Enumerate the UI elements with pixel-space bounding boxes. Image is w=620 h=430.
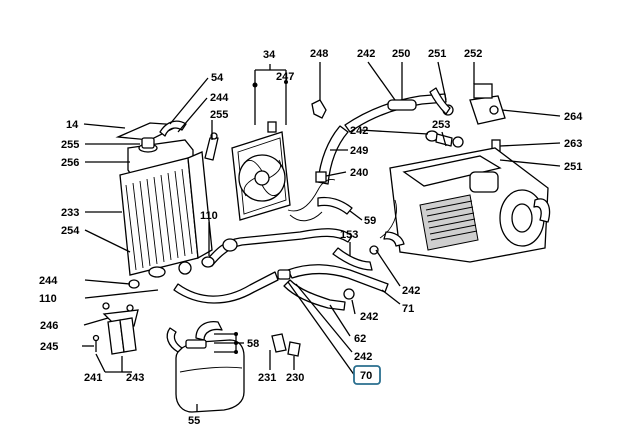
engine-ribs — [425, 200, 478, 241]
callout-244-lower: 244 — [39, 275, 58, 287]
hose-62 — [283, 279, 355, 311]
callout-59: 59 — [364, 215, 376, 227]
hose-153 — [332, 245, 379, 271]
callout-231: 231 — [258, 372, 276, 384]
callout-55: 55 — [188, 415, 200, 427]
callout-labels: 14 54 244 255 255 256 233 254 244 110 11… — [39, 48, 583, 427]
hose-110-upper — [201, 228, 353, 268]
callout-245: 245 — [40, 341, 58, 353]
callout-233: 233 — [61, 207, 79, 219]
callout-254: 254 — [61, 225, 80, 237]
hose-110-lower — [173, 261, 279, 304]
callout-14: 14 — [66, 119, 79, 131]
callout-248: 248 — [310, 48, 328, 60]
clip-230 — [287, 341, 301, 357]
callout-58: 58 — [247, 338, 259, 350]
callout-255-right: 255 — [210, 109, 228, 121]
bracket-assembly — [92, 302, 139, 355]
callout-110-upper: 110 — [200, 210, 218, 222]
callout-230: 230 — [286, 372, 304, 384]
callout-244-upper: 244 — [210, 92, 229, 104]
callout-256: 256 — [61, 157, 79, 169]
callout-70: 70 — [360, 370, 372, 382]
callout-250: 250 — [392, 48, 410, 60]
callout-240: 240 — [350, 167, 368, 179]
hose-71 — [277, 264, 389, 293]
callout-242-bottom: 242 — [354, 351, 372, 363]
callout-71: 71 — [402, 303, 414, 315]
callout-242-engine: 242 — [402, 285, 420, 297]
callout-263: 263 — [564, 138, 582, 150]
callout-242-top: 242 — [357, 48, 375, 60]
callout-62: 62 — [354, 333, 366, 345]
leader-lines — [82, 61, 561, 412]
callout-243: 243 — [126, 372, 144, 384]
clip-248 — [311, 62, 327, 119]
thermostat-housing — [469, 62, 506, 125]
callout-255-left: 255 — [61, 139, 79, 151]
upper-return-hose — [344, 87, 454, 133]
callout-153: 153 — [340, 229, 358, 241]
fan-assembly — [231, 70, 291, 221]
callout-241: 241 — [84, 372, 102, 384]
clip-231 — [271, 333, 287, 353]
callout-249: 249 — [350, 145, 368, 157]
callout-246: 246 — [40, 320, 58, 332]
callout-34: 34 — [263, 49, 276, 61]
callout-251-top: 251 — [428, 48, 446, 60]
callout-54: 54 — [211, 72, 224, 84]
callout-264: 264 — [564, 111, 583, 123]
fitting-253 — [425, 130, 464, 148]
callout-247: 247 — [276, 71, 294, 83]
callout-253: 253 — [432, 119, 450, 131]
callout-252: 252 — [464, 48, 482, 60]
callout-70-frame — [353, 365, 381, 385]
wiring-240 — [287, 171, 336, 222]
callout-242-mid: 242 — [350, 125, 368, 137]
radiator-assembly — [115, 120, 219, 289]
hose-59 — [317, 196, 353, 215]
engine-block — [379, 147, 551, 263]
callout-242-low: 242 — [360, 311, 378, 323]
hose-249 — [317, 125, 349, 185]
callout-110-lower: 110 — [39, 293, 57, 305]
radiator-fins — [125, 168, 193, 271]
expansion-tank — [166, 320, 245, 413]
callout-251-right: 251 — [564, 161, 582, 173]
